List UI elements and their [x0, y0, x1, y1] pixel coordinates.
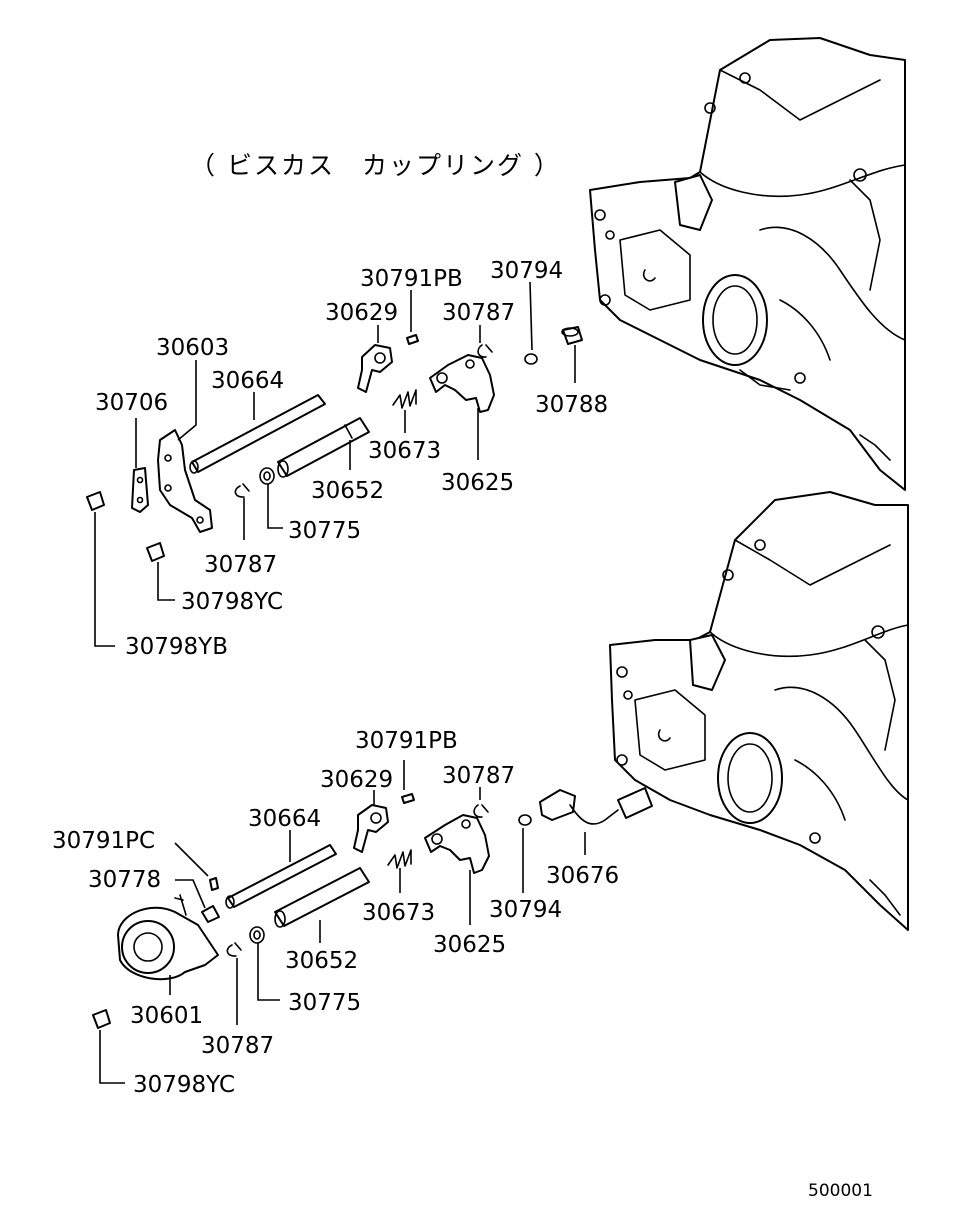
upper-transmission-housing [589, 37, 906, 491]
label-30775-upper: 30775 [288, 518, 361, 544]
label-30676-lower: 30676 [546, 863, 619, 889]
label-30706-upper: 30706 [95, 390, 168, 416]
label-30625-upper: 30625 [441, 470, 514, 496]
label-30791pc-lower: 30791PC [52, 828, 155, 854]
label-30798yc-upper: 30798YC [181, 589, 283, 615]
label-30798yb-upper: 30798YB [125, 634, 228, 660]
label-30787-upper-b: 30787 [204, 552, 277, 578]
lower-leader-lines [99, 760, 586, 1084]
label-30778-lower: 30778 [88, 867, 161, 893]
label-30652-upper: 30652 [311, 478, 384, 504]
label-30629-lower: 30629 [320, 767, 393, 793]
label-30788-upper: 30788 [535, 392, 608, 418]
label-30787-upper-a: 30787 [442, 300, 515, 326]
upper-parts-assembly [86, 326, 583, 562]
upper-leader-lines [94, 281, 576, 647]
label-30673-upper: 30673 [368, 438, 441, 464]
diagram-code: 500001 [808, 1181, 873, 1201]
label-30791pb-lower: 30791PB [355, 728, 458, 754]
label-30664-upper: 30664 [211, 368, 284, 394]
lower-transmission-housing [609, 491, 909, 931]
label-30601-lower: 30601 [130, 1003, 203, 1029]
label-30629-upper: 30629 [325, 300, 398, 326]
label-30673-lower: 30673 [362, 900, 435, 926]
label-30625-lower: 30625 [433, 932, 506, 958]
label-30603-upper: 30603 [156, 335, 229, 361]
label-30794-lower: 30794 [489, 897, 562, 923]
diagram-title: （ ビスカス カップリング ） [190, 151, 561, 180]
lower-parts-assembly [92, 787, 653, 1029]
label-30775-lower: 30775 [288, 990, 361, 1016]
label-30652-lower: 30652 [285, 948, 358, 974]
label-30664-lower: 30664 [248, 806, 321, 832]
label-30794-upper: 30794 [490, 258, 563, 284]
label-30791pb-upper: 30791PB [360, 266, 463, 292]
label-30787-lower-a: 30787 [442, 763, 515, 789]
label-30798yc-lower: 30798YC [133, 1072, 235, 1098]
label-30787-lower-b: 30787 [201, 1033, 274, 1059]
